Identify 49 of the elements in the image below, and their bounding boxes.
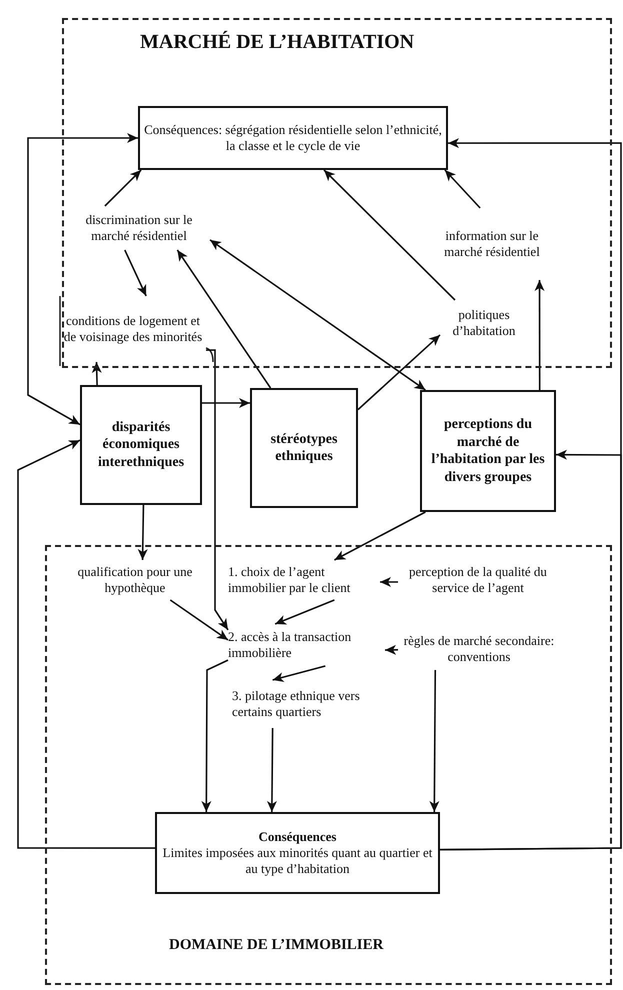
arrow [534, 280, 545, 390]
process-box [155, 812, 440, 894]
arrow [210, 239, 426, 391]
process-box [250, 388, 358, 508]
arrow [357, 334, 441, 410]
arrow [272, 665, 326, 682]
box-text: Conséquences: ségrégation résidentielle selon l’ethnicité, la classe et le cycle de vie [144, 122, 442, 154]
box-text: stéréotypes ethniques [270, 430, 338, 466]
arrow [440, 138, 622, 851]
process-box [138, 106, 448, 170]
arrow [17, 439, 155, 849]
region-heading: MARCHÉ DE L’HABITATION [140, 30, 414, 55]
label-text: politiques d’habitation [440, 300, 528, 346]
arrow [334, 511, 426, 561]
label-text: discrimination sur le marché résidentiel [68, 206, 210, 250]
label-text: qualification pour une hypothèque [72, 560, 198, 600]
label-text: information sur le marché résidentiel [438, 208, 546, 280]
arrow [323, 169, 456, 301]
label-text: conditions de logement et de voisinage des minorités [60, 296, 206, 362]
arrow [206, 349, 229, 630]
arrow [380, 577, 398, 587]
label-text: 1. choix de l’agent immobilier par le client [228, 560, 380, 600]
label-text: perception de la qualité du service de l’agent [398, 560, 558, 600]
region-heading: DOMAINE DE L’IMMOBILIER [169, 936, 384, 955]
box-heading: Conséquences [258, 828, 336, 845]
arrow [176, 250, 272, 388]
arrow [429, 670, 440, 812]
box-text: disparités économiques interethniques [96, 418, 186, 472]
arrow [104, 169, 142, 207]
arrow [274, 599, 335, 625]
arrow [202, 398, 250, 408]
arrow [384, 644, 398, 655]
label-text: 3. pilotage ethnique vers certains quartiers [232, 680, 377, 728]
arrow [266, 728, 277, 812]
label-text: règles de marché secondaire: conventions [398, 628, 560, 670]
dashed-region [45, 545, 612, 985]
arrow [444, 169, 481, 209]
label-text: 2. accès à la transaction immobilière [228, 624, 385, 666]
box-text: Limites imposées aux minorités quant au quartier et au type d’habitation [162, 844, 434, 878]
arrow [27, 133, 138, 426]
arrow [124, 250, 147, 296]
process-box [420, 390, 556, 512]
box-text: perceptions du marché de l’habitation par les divers groupes [430, 416, 546, 486]
dashed-region [62, 18, 612, 368]
arrow [92, 362, 102, 386]
arrow [201, 659, 228, 812]
process-box [80, 385, 202, 505]
arrow [138, 504, 148, 560]
arrow [170, 599, 228, 641]
